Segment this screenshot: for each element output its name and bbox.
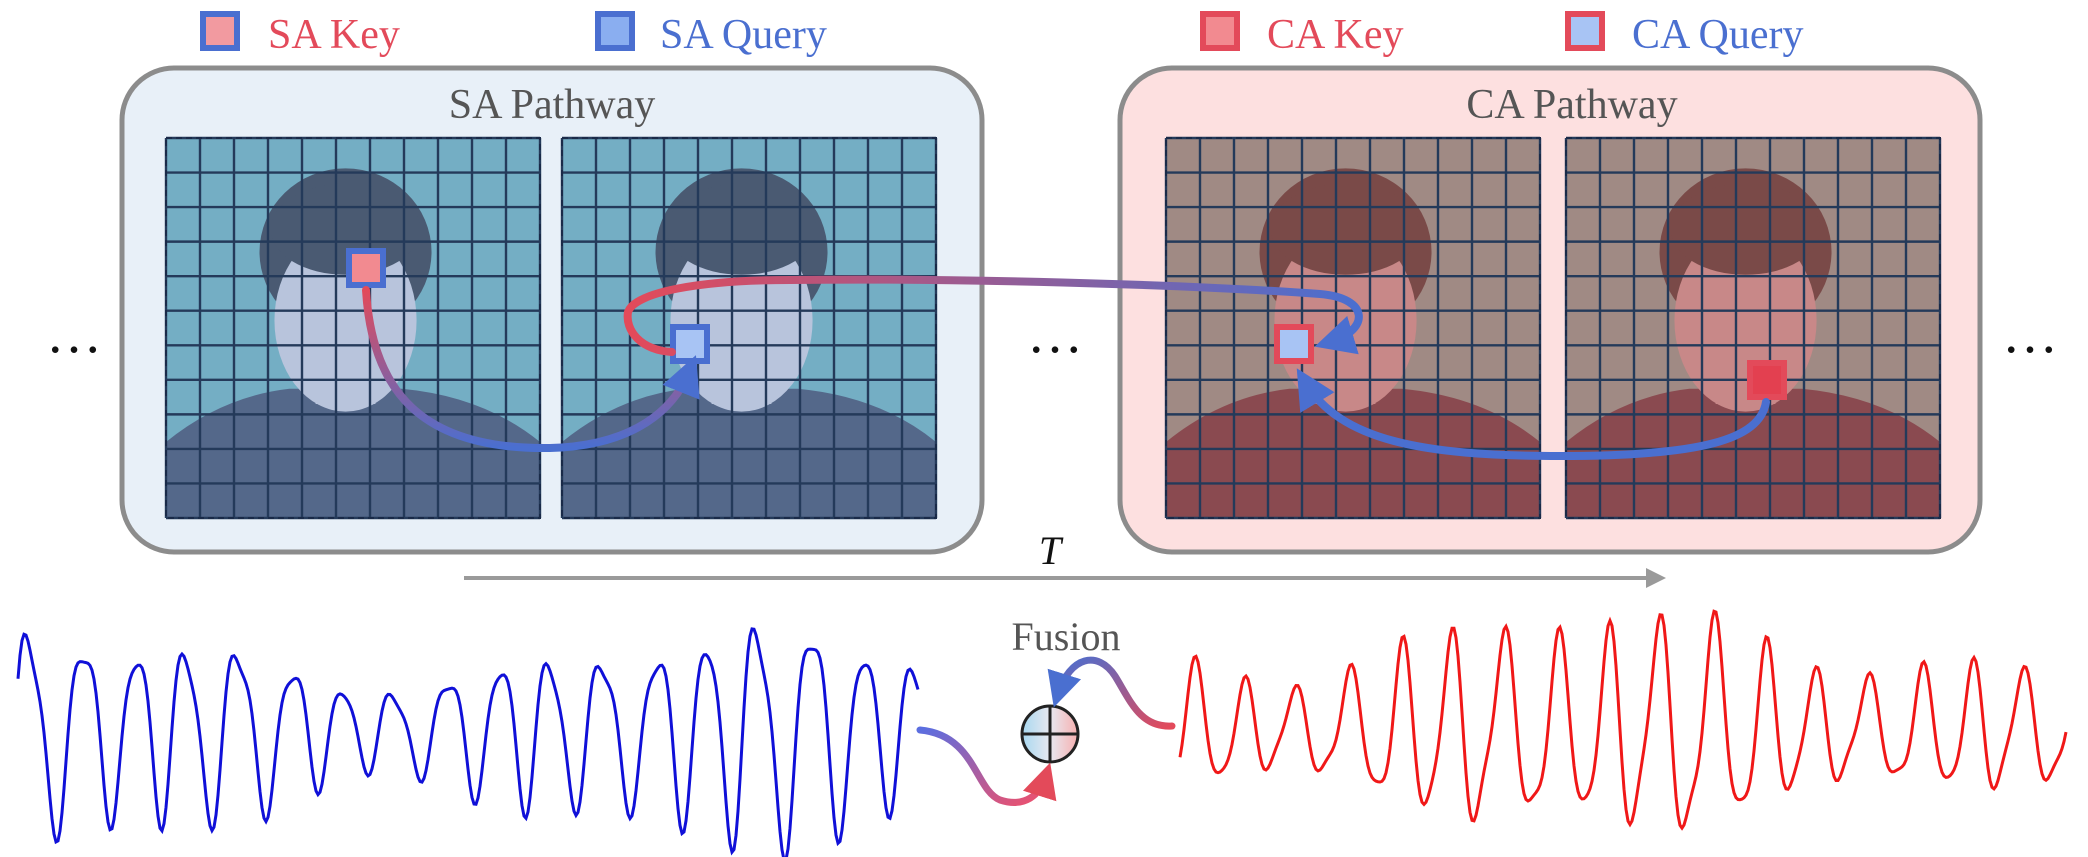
ca-pathway-panel: CA Pathway [1117, 65, 1983, 555]
frame-border [1165, 137, 1541, 519]
ca-key-swatch [1200, 11, 1240, 51]
face-skin [670, 229, 813, 412]
sa-key-patch [346, 248, 386, 288]
frame-border [165, 137, 541, 519]
face-hair-top [270, 183, 421, 275]
frame-border [561, 137, 937, 519]
sa-query-label: SA Query [660, 12, 827, 58]
fusion-label: Fusion [1012, 614, 1121, 659]
ca-frame-2 [1564, 136, 1942, 520]
ca-signal-waveform [1178, 609, 2068, 831]
cross-pathway-arrow [623, 275, 1363, 356]
ca-key-legend: CA Key [1200, 11, 1404, 58]
sa-query-swatch [595, 11, 635, 51]
attention-arrows [362, 275, 1770, 461]
ca-frame-1 [1164, 136, 1542, 520]
ca-query-patch [1274, 324, 1314, 364]
face-hair-top [1270, 183, 1421, 275]
ca-key-label: CA Key [1267, 12, 1404, 58]
face-neck [711, 373, 772, 404]
fusion-block: Fusion [916, 614, 1176, 806]
sa-key-swatch [200, 11, 240, 51]
face-shirt [1566, 388, 1940, 518]
ellipsis-middle: … [1027, 303, 1083, 365]
ellipsis-right: … [2002, 303, 2058, 365]
face-neck [315, 373, 376, 404]
sa-frame-2 [560, 136, 938, 520]
sa-signal-waveform [16, 627, 920, 857]
sa-panel-title: SA Pathway [449, 82, 656, 128]
sa-key-legend: SA Key [200, 11, 400, 58]
sa-key-label: SA Key [268, 12, 400, 58]
ca-query-legend: CA Query [1565, 11, 1804, 58]
face-shirt [562, 388, 936, 518]
ellipsis-left: … [46, 303, 102, 365]
fusion-icon [1020, 704, 1080, 764]
ca-to-fusion-arrow [1047, 656, 1176, 730]
ca-query-label: CA Query [1632, 12, 1804, 58]
sa-query-legend: SA Query [595, 11, 827, 58]
sa-to-fusion-arrow [916, 726, 1057, 806]
time-label: T [1039, 528, 1064, 573]
face-shirt [166, 388, 540, 518]
face-shirt [1166, 388, 1540, 518]
sa-query-patch [670, 324, 710, 364]
ca-key-patch [1747, 360, 1787, 400]
sa-frame-1 [164, 136, 542, 520]
face-hair-top [1670, 183, 1821, 275]
ca-cross-attention-arrow [1296, 368, 1770, 461]
legend: SA Key SA Query CA Key CA Query [200, 11, 1804, 58]
frame-border [1565, 137, 1941, 519]
time-axis: T [464, 528, 1666, 588]
sa-self-attention-arrow [362, 286, 700, 453]
face-hair-top [666, 183, 817, 275]
sa-pathway-panel: SA Pathway [119, 65, 985, 555]
ca-panel-title: CA Pathway [1466, 82, 1677, 128]
face-neck [1315, 373, 1376, 404]
ca-query-swatch [1565, 11, 1605, 51]
